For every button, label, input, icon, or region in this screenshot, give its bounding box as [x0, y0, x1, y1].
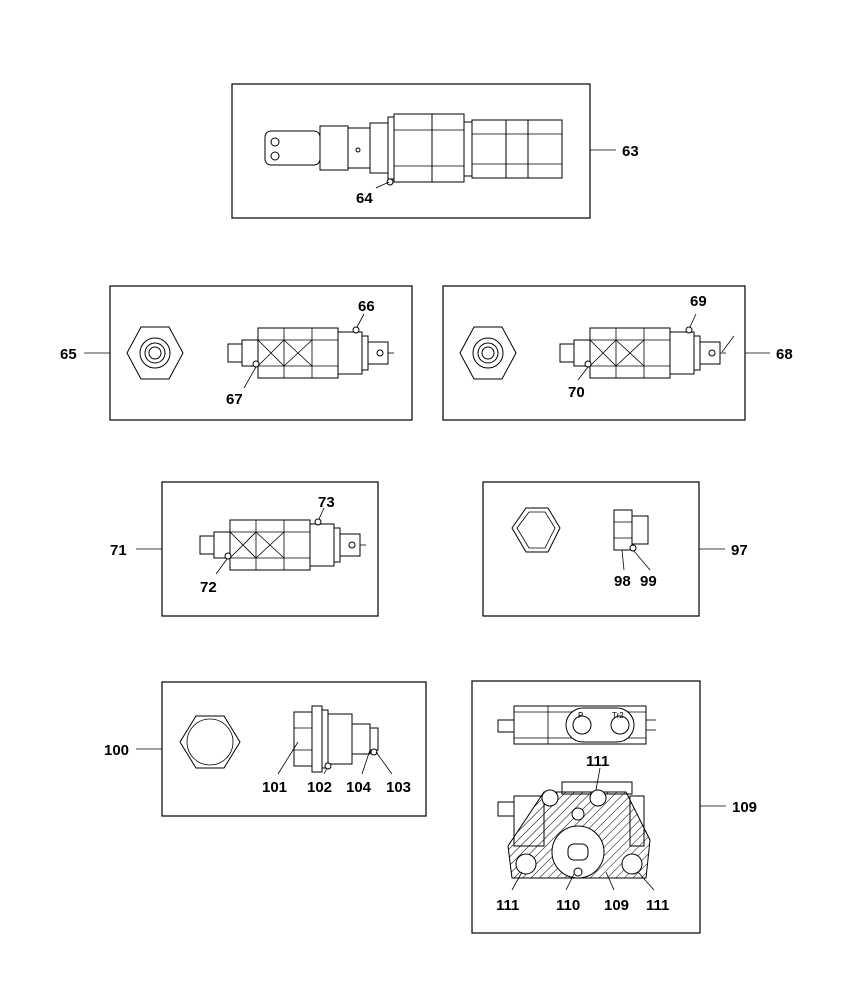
callout-72: 72 [200, 579, 217, 596]
callout-69: 69 [690, 293, 707, 310]
port-label-p: P [578, 711, 583, 720]
callout-73: 73 [318, 494, 335, 511]
callout-104: 104 [346, 779, 372, 796]
callout-66: 66 [358, 298, 375, 315]
callout-99: 99 [640, 573, 657, 590]
part-109-front-view [497, 781, 651, 879]
callout-67: 67 [226, 391, 243, 408]
callout-100: 100 [104, 742, 129, 759]
frame-97 [482, 481, 700, 617]
callout-109: 109 [732, 799, 757, 816]
callout-109-lower: 109 [604, 897, 629, 914]
part-98-plug [613, 509, 649, 552]
callout-101: 101 [262, 779, 287, 796]
part-101-plug [293, 705, 379, 773]
callout-64: 64 [356, 190, 373, 207]
callout-102: 102 [307, 779, 332, 796]
part-97-hex-ring [511, 507, 561, 553]
part-68-hex-nut [459, 326, 517, 380]
callout-71: 71 [110, 542, 127, 559]
callout-97: 97 [731, 542, 748, 559]
callout-111-right: 111 [646, 897, 669, 914]
part-65-relief-valve [227, 327, 395, 379]
callout-98: 98 [614, 573, 631, 590]
part-63-valve [264, 113, 563, 186]
port-label-tr2: Tr2 [612, 711, 624, 720]
frame-63 [231, 83, 591, 219]
callout-63: 63 [622, 143, 639, 160]
callout-111-top: 111 [586, 753, 609, 770]
part-109-top-view: P Tr2 [497, 705, 656, 745]
part-100-hex-ring [179, 715, 241, 769]
callout-68: 68 [776, 346, 793, 363]
callout-111-left: 111 [496, 897, 519, 914]
callout-103: 103 [386, 779, 411, 796]
callout-110: 110 [556, 897, 580, 914]
callout-70: 70 [568, 384, 585, 401]
part-65-hex-nut [126, 326, 184, 380]
frame-109 [471, 680, 701, 934]
callout-65: 65 [60, 346, 77, 363]
